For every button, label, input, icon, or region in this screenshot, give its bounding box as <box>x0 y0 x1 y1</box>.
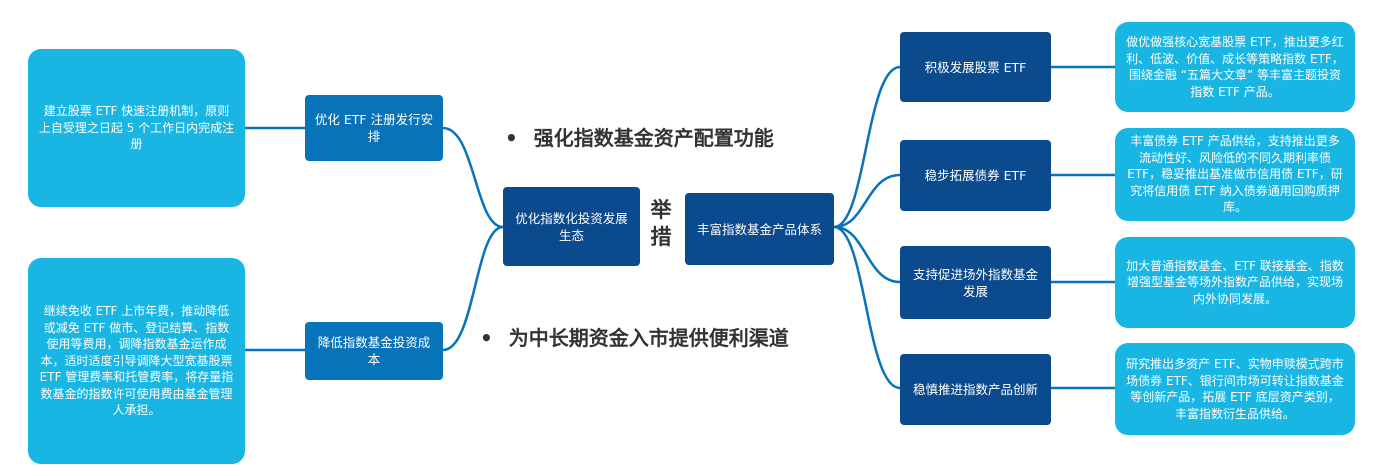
detail-text-product-innovation: 研究推出多资产 ETF、实物申赎模式跨市场债券 ETF、银行间市场可转让指数基金… <box>1126 357 1344 421</box>
measure-label-bond-etf: 稳步拓展债券 ETF <box>924 168 1027 183</box>
measure-label-etf-registration: 优化 ETF 注册发行安排 <box>314 112 434 144</box>
connector-right-3 <box>833 225 901 284</box>
connector-left-top <box>442 126 504 229</box>
detail-text-investment-cost: 继续免收 ETF 上市年费，推动降低或减免 ETF 做市、登记结算、指数使用等费… <box>39 304 234 418</box>
bullet-asset-allocation: • 强化指数基金资产配置功能 <box>505 122 774 151</box>
detail-box-equity-etf: 做优做强核心宽基股票 ETF，推出更多红利、低波、价值、成长等策略指数 ETF，… <box>1115 22 1355 112</box>
measure-box-etf-registration: 优化 ETF 注册发行安排 <box>305 95 443 161</box>
bullet-text-asset-allocation: 强化指数基金资产配置功能 <box>533 126 774 150</box>
connector-right-1 <box>833 65 901 229</box>
connector-left-bottom <box>442 225 504 352</box>
detail-box-bond-etf: 丰富债券 ETF 产品供给，支持推出更多流动性好、风险低的不同久期利率债 ETF… <box>1115 128 1355 221</box>
detail-text-equity-etf: 做优做强核心宽基股票 ETF，推出更多红利、低波、价值、成长等策略指数 ETF，… <box>1126 35 1344 99</box>
connector-right-2 <box>833 173 901 229</box>
center-box-product-system: 丰富指数基金产品体系 <box>685 193 834 265</box>
measure-box-bond-etf: 稳步拓展债券 ETF <box>900 140 1051 211</box>
detail-text-otc-index-fund: 加大普通指数基金、ETF 联接基金、指数增强型基金等场外指数产品供给，实现场内外… <box>1126 258 1344 306</box>
measure-label-product-innovation: 稳慎推进指数产品创新 <box>912 382 1038 397</box>
measure-box-otc-index-fund: 支持促进场外指数基金发展 <box>900 246 1051 319</box>
bullet-long-term-funds: • 为中长期资金入市提供便利渠道 <box>480 322 789 351</box>
measure-box-equity-etf: 积极发展股票 ETF <box>900 32 1051 102</box>
center-label-product-system: 丰富指数基金产品体系 <box>696 221 822 237</box>
measure-label-otc-index-fund: 支持促进场外指数基金发展 <box>912 266 1038 299</box>
bullet-dot: • <box>505 126 518 150</box>
detail-box-etf-registration: 建立股票 ETF 快速注册机制，原则上自受理之日起 5 个工作日内完成注册 <box>28 49 245 207</box>
measure-box-product-innovation: 稳慎推进指数产品创新 <box>900 354 1051 425</box>
detail-text-bond-etf: 丰富债券 ETF 产品供给，支持推出更多流动性好、风险低的不同久期利率债 ETF… <box>1127 134 1343 215</box>
measure-box-investment-cost: 降低指数基金投资成本 <box>305 322 443 380</box>
detail-box-otc-index-fund: 加大普通指数基金、ETF 联接基金、指数增强型基金等场外指数产品供给，实现场内外… <box>1115 237 1355 328</box>
connector-right-4 <box>833 225 901 390</box>
center-label-ecosystem: 优化指数化投资发展生态 <box>515 210 628 243</box>
detail-box-product-innovation: 研究推出多资产 ETF、实物申赎模式跨市场债券 ETF、银行间市场可转让指数基金… <box>1115 343 1355 435</box>
bullet-text-long-term-funds: 为中长期资金入市提供便利渠道 <box>508 326 789 350</box>
detail-text-etf-registration: 建立股票 ETF 快速注册机制，原则上自受理之日起 5 个工作日内完成注册 <box>38 104 235 152</box>
center-box-ecosystem: 优化指数化投资发展生态 <box>503 187 640 266</box>
measure-label-equity-etf: 积极发展股票 ETF <box>924 59 1027 75</box>
measures-label: 举措 <box>650 198 672 249</box>
detail-box-investment-cost: 继续免收 ETF 上市年费，推动降低或减免 ETF 做市、登记结算、指数使用等费… <box>28 258 245 464</box>
measure-label-investment-cost: 降低指数基金投资成本 <box>317 335 431 367</box>
bullet-dot: • <box>480 326 493 350</box>
